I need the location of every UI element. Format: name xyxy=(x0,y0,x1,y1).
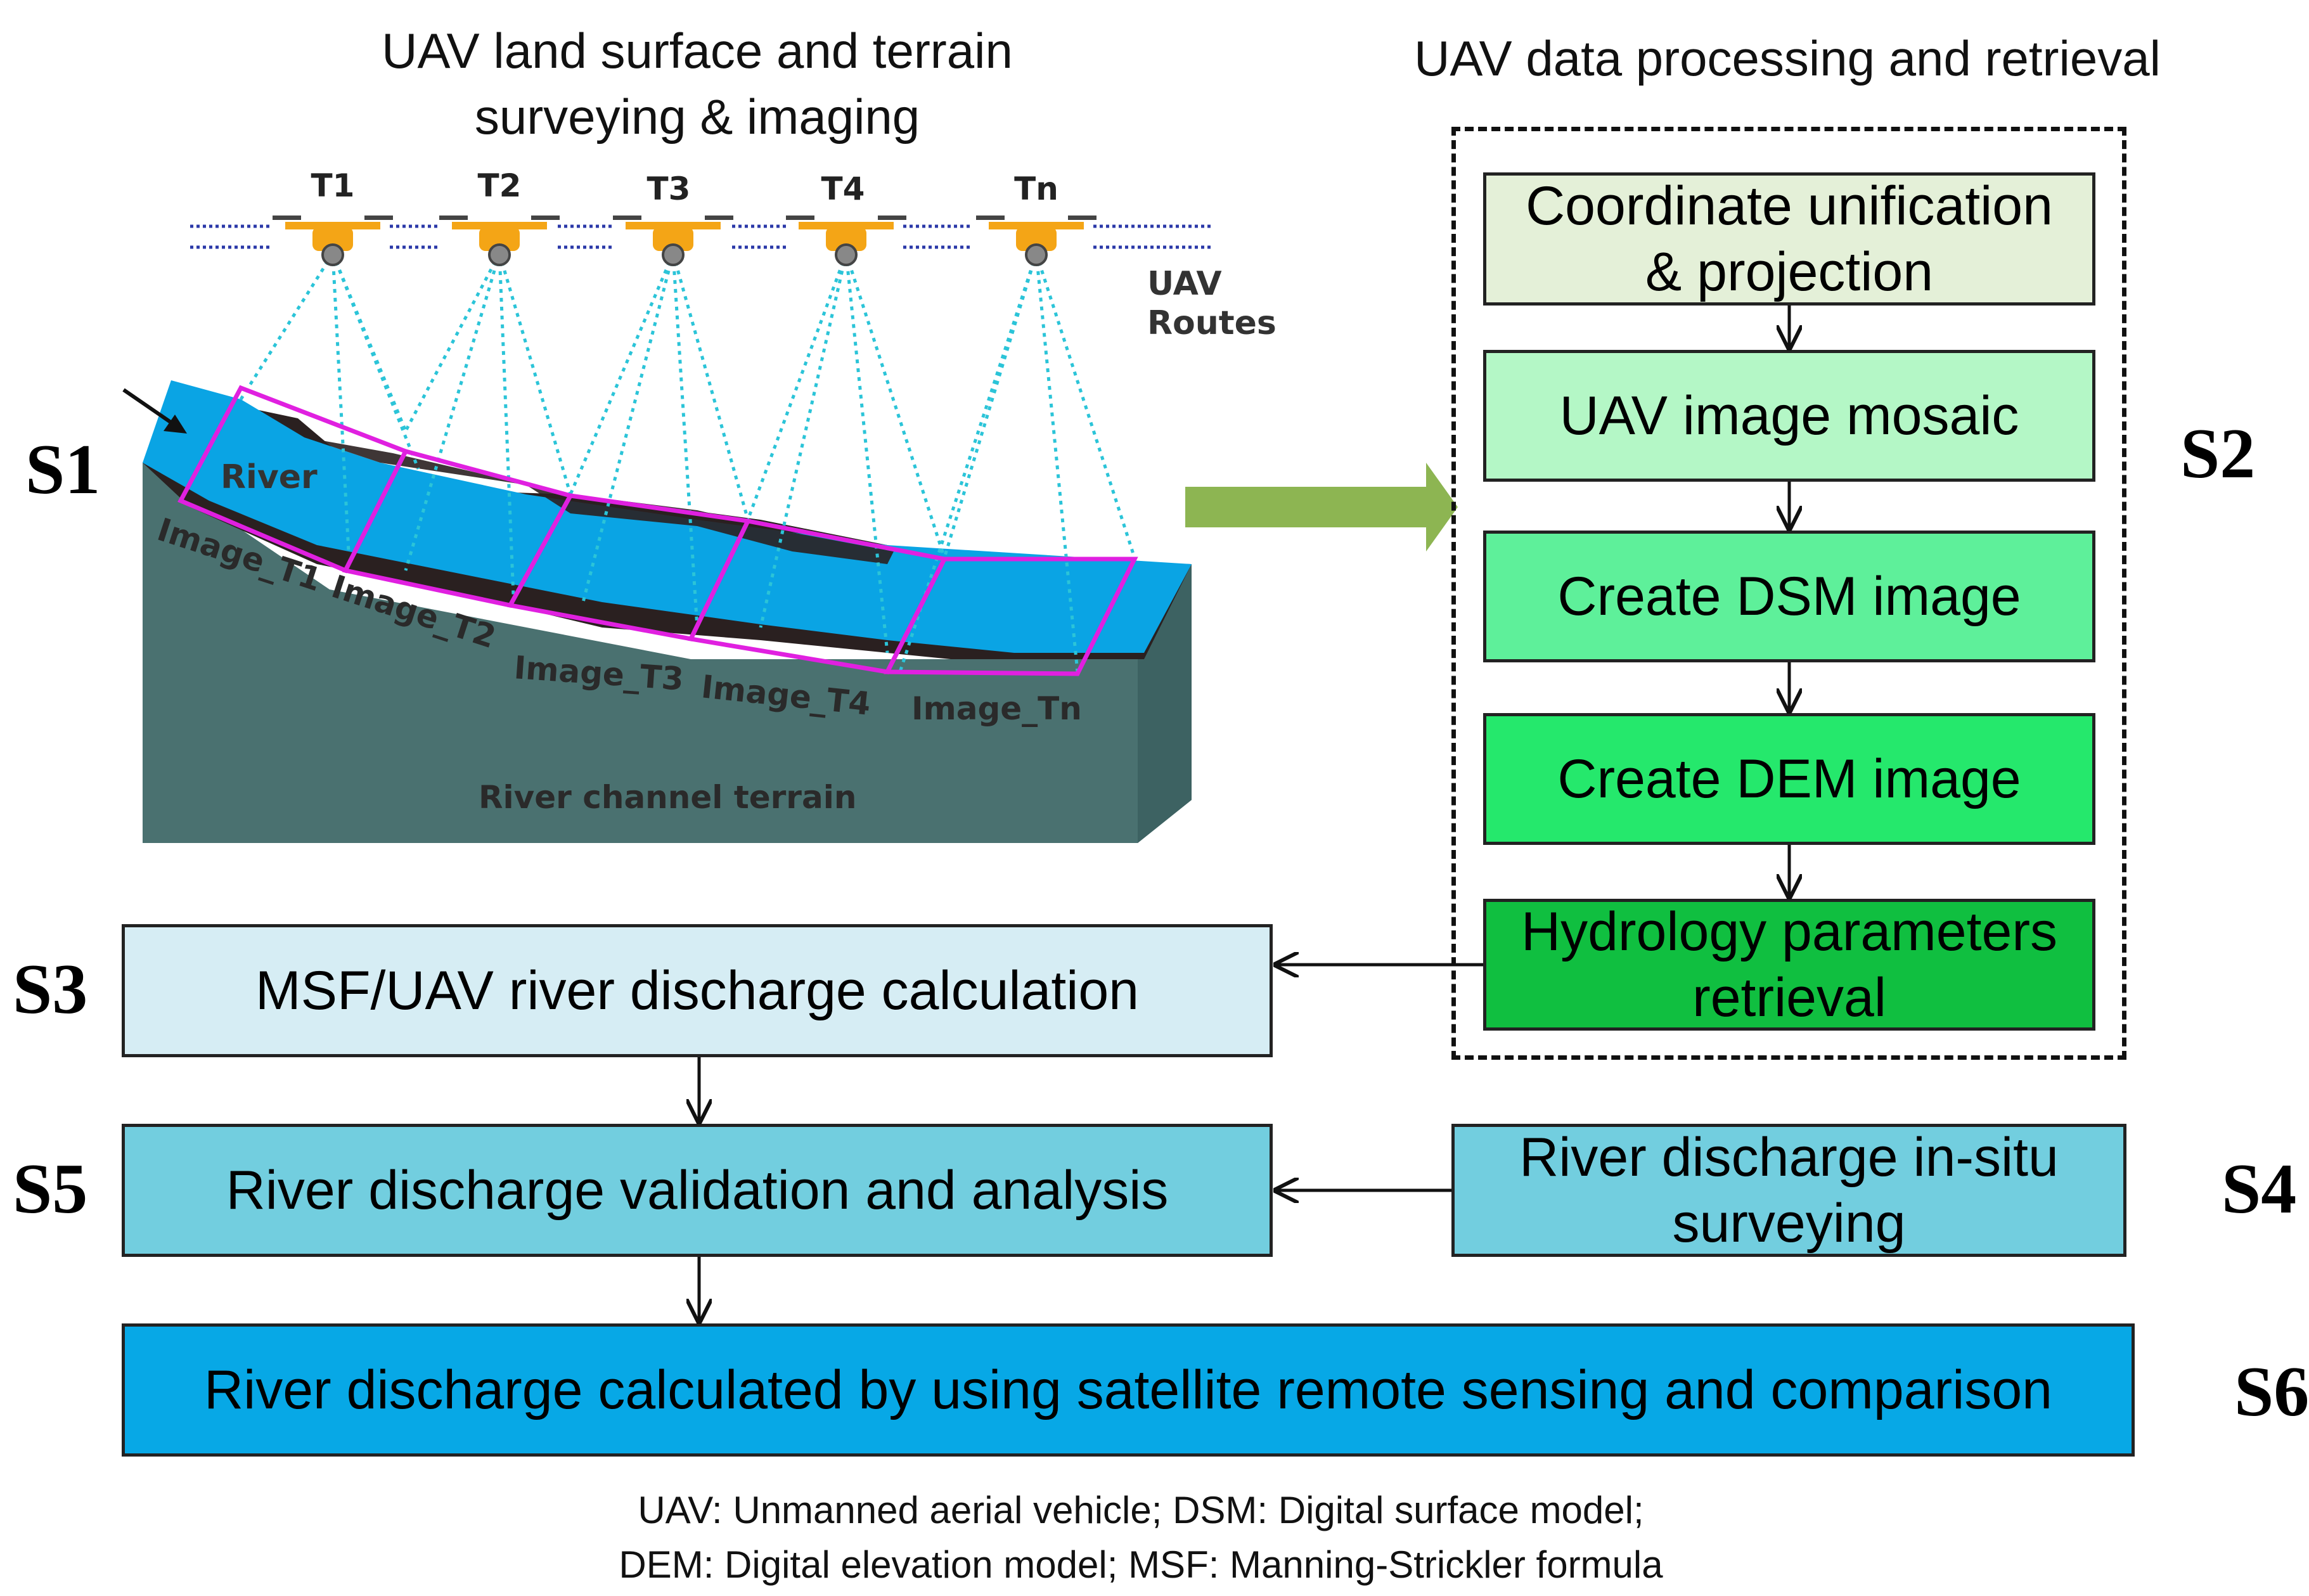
satellite-comparison-box: River discharge calculated by using sate… xyxy=(122,1323,2135,1457)
p5-line2: retrieval xyxy=(1692,967,1886,1028)
uav-drone-icon xyxy=(976,216,1097,266)
routes-label-line2: Routes xyxy=(1147,304,1277,342)
p1-line2: & projection xyxy=(1645,241,1934,302)
flow-arrow-icon xyxy=(122,388,176,427)
image-mosaic-box: UAV image mosaic xyxy=(1483,350,2095,482)
left-title-line1: UAV land surface and terrain xyxy=(382,23,1013,79)
drone-label-tn: Tn xyxy=(1014,171,1058,207)
drone-label-t1: T1 xyxy=(311,167,355,204)
step-label-s2: S2 xyxy=(2180,415,2256,493)
processing-container xyxy=(1451,127,2126,1060)
create-dem-box: Create DEM image xyxy=(1483,713,2095,845)
s4-line1: River discharge in-situ xyxy=(1519,1127,2059,1188)
msf-discharge-box: MSF/UAV river discharge calculation xyxy=(122,924,1273,1057)
uav-drone-icon xyxy=(613,216,733,266)
terrain-right-face xyxy=(1138,564,1192,843)
right-title: UAV data processing and retrieval xyxy=(1414,30,2161,86)
step-label-s5: S5 xyxy=(13,1150,88,1228)
step-label-s6: S6 xyxy=(2234,1353,2309,1431)
p1-line1: Coordinate unification xyxy=(1526,176,2053,236)
drone-label-t3: T3 xyxy=(647,171,691,207)
step-label-s1: S1 xyxy=(25,430,101,509)
p5-line1: Hydrology parameters xyxy=(1521,901,2058,962)
left-title-line2: surveying & imaging xyxy=(474,89,920,145)
left-title: UAV land surface and terrain surveying &… xyxy=(241,18,1154,150)
uav-route-lines xyxy=(190,224,1214,249)
s4-line2: surveying xyxy=(1672,1193,1906,1254)
uav-drone-icon xyxy=(439,216,560,266)
big-green-arrow-icon xyxy=(1185,463,1458,551)
insitu-survey-box: River discharge in-situ surveying xyxy=(1451,1124,2126,1257)
drone-label-t4: T4 xyxy=(821,171,865,207)
image-footprints xyxy=(177,385,1138,676)
terrain-block xyxy=(143,463,1192,843)
create-dsm-box: Create DSM image xyxy=(1483,531,2095,662)
uav-survey-illustration: T1 T2 T3 T4 Tn UAV Routes River River ch… xyxy=(122,167,1277,843)
coordinate-unification-box: Coordinate unification & projection xyxy=(1483,172,2095,306)
routes-label-line1: UAV xyxy=(1147,265,1222,303)
river-label: River xyxy=(221,458,318,496)
uav-drone-icon xyxy=(273,216,393,266)
footnote: UAV: Unmanned aerial vehicle; DSM: Digit… xyxy=(317,1483,1965,1592)
footnote-line1: UAV: Unmanned aerial vehicle; DSM: Digit… xyxy=(638,1489,1644,1531)
step-label-s3: S3 xyxy=(13,950,88,1029)
uav-drone-icon xyxy=(786,216,906,266)
image-label-tn: Image_Tn xyxy=(911,690,1082,727)
flow-arrow-head xyxy=(164,415,187,434)
footnote-line2: DEM: Digital elevation model; MSF: Manni… xyxy=(619,1543,1663,1586)
terrain-label: River channel terrain xyxy=(479,779,856,816)
drone-label-t2: T2 xyxy=(478,167,522,204)
uav-beams xyxy=(239,252,1136,673)
validation-analysis-box: River discharge validation and analysis xyxy=(122,1124,1273,1257)
hydrology-retrieval-box: Hydrology parameters retrieval xyxy=(1483,899,2095,1031)
step-label-s4: S4 xyxy=(2222,1150,2297,1228)
